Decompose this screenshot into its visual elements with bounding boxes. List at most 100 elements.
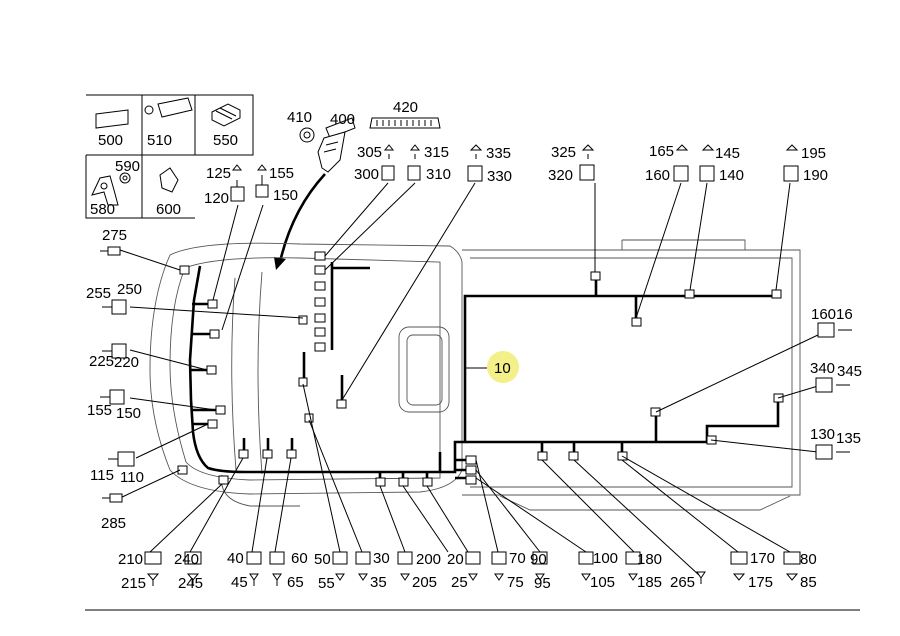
part-510-icon bbox=[144, 97, 193, 118]
highlight-marker-10[interactable]: 10 bbox=[465, 351, 519, 383]
vehicle-outline bbox=[149, 239, 801, 511]
callout-label: 255 bbox=[86, 285, 111, 302]
callout-label: 85 bbox=[800, 574, 817, 591]
callout-label: 345 bbox=[837, 363, 862, 380]
connector bbox=[206, 365, 217, 375]
callout-label: 205 bbox=[412, 574, 437, 591]
callout-label: 25 bbox=[451, 574, 468, 591]
callout-label: 80 bbox=[800, 551, 817, 568]
connector bbox=[314, 251, 326, 261]
connector bbox=[568, 451, 579, 461]
connector bbox=[590, 271, 601, 281]
callout-label: 190 bbox=[803, 167, 828, 184]
connector bbox=[207, 419, 218, 429]
connector bbox=[650, 407, 661, 417]
callout-label: 55 bbox=[318, 575, 335, 592]
callout-label: 70 bbox=[509, 550, 526, 567]
callout-label: 550 bbox=[213, 132, 238, 149]
part-580-icon bbox=[91, 175, 119, 206]
callout-label: 110 bbox=[120, 469, 144, 486]
connector bbox=[179, 265, 190, 275]
legend-table: 500 510 550 580 590 600 bbox=[85, 94, 254, 219]
callout-label: 145 bbox=[715, 145, 740, 162]
connector bbox=[304, 413, 314, 423]
callout-label: 45 bbox=[231, 574, 248, 591]
callout-label: 590 bbox=[115, 158, 140, 175]
callout-label: 20 bbox=[447, 551, 464, 568]
callout-label: 175 bbox=[748, 574, 773, 591]
callout-labels: 305 315 300 310 335 330 325 320 165 145 … bbox=[86, 143, 862, 592]
connector bbox=[398, 477, 409, 487]
callout-label: 320 bbox=[548, 167, 573, 184]
callout-label: 250 bbox=[117, 281, 142, 298]
callout-label: 240 bbox=[174, 551, 199, 568]
callout-label: 500 bbox=[98, 132, 123, 149]
callout-label: 30 bbox=[373, 550, 390, 567]
connector bbox=[207, 299, 218, 309]
connector bbox=[771, 289, 782, 299]
connector bbox=[314, 313, 326, 323]
callout-label: 65 bbox=[287, 574, 304, 591]
callout-label: 305 bbox=[357, 144, 382, 161]
callout-label: 130 bbox=[810, 426, 835, 443]
callout-label: 150 bbox=[273, 187, 298, 204]
callout-label: 210 bbox=[118, 551, 143, 568]
part-400-bracket bbox=[299, 117, 356, 173]
callout-label: 185 bbox=[637, 574, 662, 591]
callout-label: 340 bbox=[810, 360, 835, 377]
callout-label: 35 bbox=[370, 574, 387, 591]
callout-label: 420 bbox=[393, 99, 418, 116]
connector bbox=[422, 477, 433, 487]
callout-label: 245 bbox=[178, 575, 203, 592]
callout-label: 225 bbox=[89, 353, 114, 370]
connector bbox=[314, 297, 326, 307]
callout-label: 135 bbox=[836, 430, 861, 447]
callout-label: 265 bbox=[670, 574, 695, 591]
callout-label: 510 bbox=[147, 132, 172, 149]
callout-label: 195 bbox=[801, 145, 826, 162]
callout-label: 90 bbox=[530, 551, 547, 568]
callout-label: 215 bbox=[121, 575, 146, 592]
callout-label: 170 bbox=[750, 550, 775, 567]
connector bbox=[314, 281, 326, 291]
callout-label: 335 bbox=[486, 145, 511, 162]
connector bbox=[238, 449, 249, 459]
callout-label: 275 bbox=[102, 227, 127, 244]
connector-symbols bbox=[100, 144, 852, 586]
harness-wiring bbox=[188, 262, 780, 482]
connector bbox=[298, 315, 308, 325]
connector bbox=[314, 327, 326, 337]
connector bbox=[684, 289, 695, 299]
connector bbox=[465, 455, 477, 465]
leader-lines bbox=[119, 182, 821, 577]
callout-label: 60 bbox=[291, 550, 308, 567]
connector bbox=[286, 449, 297, 459]
highlight-label: 10 bbox=[494, 360, 511, 377]
callout-label: 410 bbox=[287, 109, 312, 126]
callout-label: 285 bbox=[101, 515, 126, 532]
connector bbox=[465, 465, 477, 475]
callout-label: 115 bbox=[90, 467, 114, 484]
callout-label: 155 bbox=[269, 165, 294, 182]
connector bbox=[209, 329, 220, 339]
callout-label: 600 bbox=[156, 201, 181, 218]
callout-label: 16016 bbox=[811, 306, 853, 323]
callout-label: 50 bbox=[314, 551, 331, 568]
callout-label: 180 bbox=[637, 551, 662, 568]
callout-label: 200 bbox=[416, 551, 441, 568]
connector bbox=[314, 265, 326, 275]
callout-label: 155 bbox=[87, 402, 112, 419]
callout-label: 40 bbox=[227, 550, 244, 567]
callout-label: 150 bbox=[116, 405, 141, 422]
callout-label: 125 bbox=[206, 165, 231, 182]
connector bbox=[218, 475, 229, 485]
part-420-rail bbox=[369, 117, 441, 129]
callout-label: 400 bbox=[330, 111, 355, 128]
part-550-icon bbox=[211, 103, 241, 127]
connector bbox=[537, 451, 548, 461]
part-600-icon bbox=[159, 167, 179, 193]
connector bbox=[465, 475, 477, 485]
callout-label: 75 bbox=[507, 574, 524, 591]
connector bbox=[215, 405, 226, 415]
